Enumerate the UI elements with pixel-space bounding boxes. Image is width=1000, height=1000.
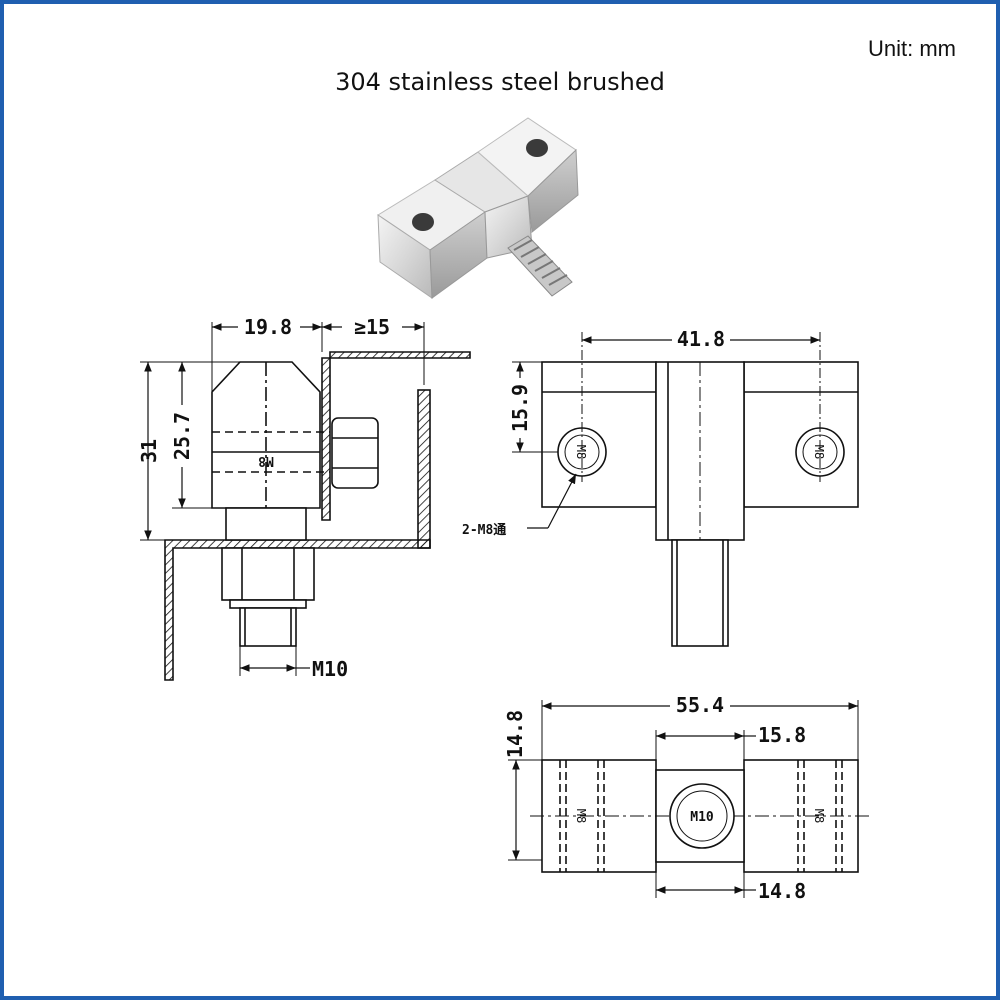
front-hole-label-right: M8 <box>812 445 826 459</box>
side-bolt-label: M10 <box>312 657 348 681</box>
front-span-dim: 41.8 <box>677 327 725 351</box>
top-side-label-right: M8 <box>812 809 826 823</box>
product-photo <box>377 117 579 299</box>
threaded-stud-icon <box>507 235 573 297</box>
top-view <box>508 700 870 898</box>
side-gap-dim-bg <box>342 316 402 338</box>
page-title: 304 stainless steel brushed <box>335 68 665 96</box>
front-view <box>512 332 859 647</box>
side-height-dim: 31 <box>137 439 161 463</box>
front-offset-bg <box>510 378 530 438</box>
top-center-width-dim: 15.8 <box>758 723 806 747</box>
top-center-label: M10 <box>690 810 714 825</box>
front-span-bg <box>672 328 730 350</box>
front-hole-offset-dim: 15.9 <box>508 384 532 432</box>
top-depth-dim: 14.8 <box>503 710 527 758</box>
top-total-length-dim: 55.4 <box>676 693 724 717</box>
front-hole-label-left: M8 <box>574 445 588 459</box>
side-width-dim: 19.8 <box>244 315 292 339</box>
side-inner-height-bg <box>172 405 192 467</box>
top-length-bg <box>670 694 730 716</box>
side-inner-height-dim: 25.7 <box>170 412 194 460</box>
top-side-label-left: M8 <box>574 809 588 823</box>
right-hole-icon <box>526 139 548 157</box>
side-width-dim-bg <box>238 316 300 338</box>
top-bottom-dim: 14.8 <box>758 879 806 903</box>
side-view <box>140 322 471 681</box>
unit-label: Unit: mm <box>868 36 956 61</box>
left-hole-icon <box>412 213 434 231</box>
side-hole-label: M8 <box>258 453 274 468</box>
side-gap-dim: ≥15 <box>354 315 390 339</box>
front-callout: 2-M8通 <box>462 522 506 538</box>
